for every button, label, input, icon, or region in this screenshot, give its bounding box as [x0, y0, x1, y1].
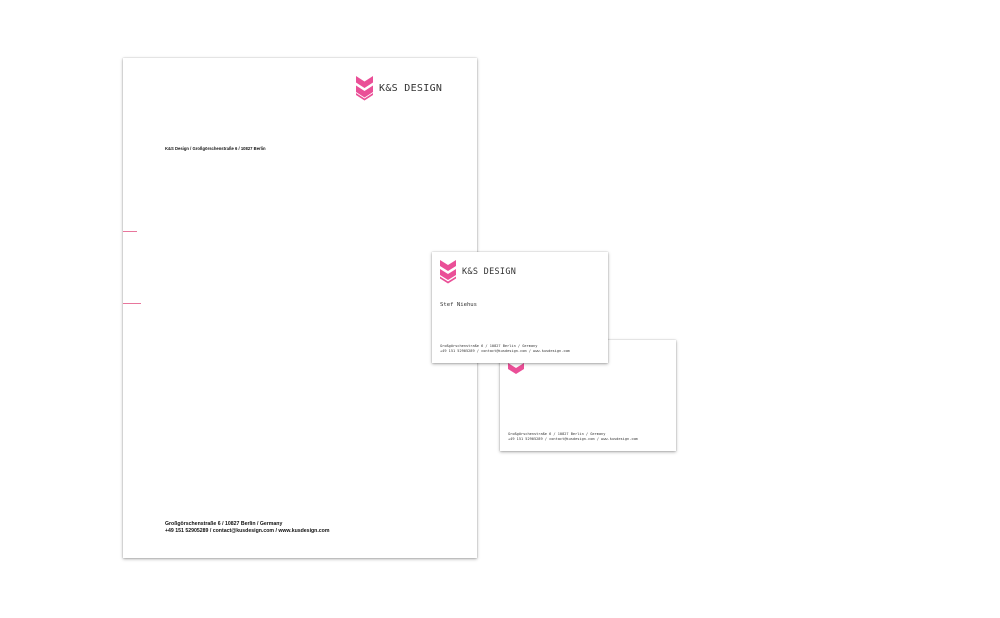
- return-address-line: K&S Design / Großgörschenstraße 6 / 1082…: [165, 146, 266, 151]
- footer-contact-line: +49 151 52905289 / contact@kusdesign.com…: [165, 528, 330, 534]
- card-front-brand-name: K&S DESIGN: [462, 267, 517, 277]
- card-front-address: Großgörschenstraße 6 / 10827 Berlin / Ge…: [440, 344, 570, 354]
- footer-address-line: Großgörschenstraße 6 / 10827 Berlin / Ge…: [165, 521, 283, 527]
- card-front-address-line: Großgörschenstraße 6 / 10827 Berlin / Ge…: [440, 344, 538, 348]
- letterhead-footer: Großgörschenstraße 6 / 10827 Berlin / Ge…: [165, 521, 329, 535]
- fold-mark-upper: [123, 231, 137, 232]
- letterhead-sheet: K&S DESIGN K&S Design / Großgörschenstra…: [123, 58, 477, 558]
- letterhead-logo: K&S DESIGN: [356, 76, 442, 101]
- double-chevron-down-icon: [440, 260, 456, 284]
- card-back-address: Großgörschenstraße 6 / 10827 Berlin / Ge…: [508, 432, 638, 442]
- business-card-front: K&S DESIGN Stef Niehus Großgörschenstraß…: [432, 252, 608, 363]
- card-person-name: Stef Niehus: [440, 302, 478, 308]
- double-chevron-down-icon: [356, 76, 373, 101]
- card-back-address-line: Großgörschenstraße 6 / 10827 Berlin / Ge…: [508, 432, 606, 436]
- card-front-logo: K&S DESIGN: [440, 260, 516, 284]
- letterhead-brand-name: K&S DESIGN: [379, 83, 443, 94]
- double-chevron-down-icon: [508, 363, 524, 374]
- card-back-logo: [508, 363, 524, 382]
- fold-mark-lower: [123, 303, 141, 304]
- card-front-contact-line: +49 151 52905289 / contact@kusdesign.com…: [440, 349, 570, 353]
- card-back-contact-line: +49 151 52905289 / contact@kusdesign.com…: [508, 437, 638, 441]
